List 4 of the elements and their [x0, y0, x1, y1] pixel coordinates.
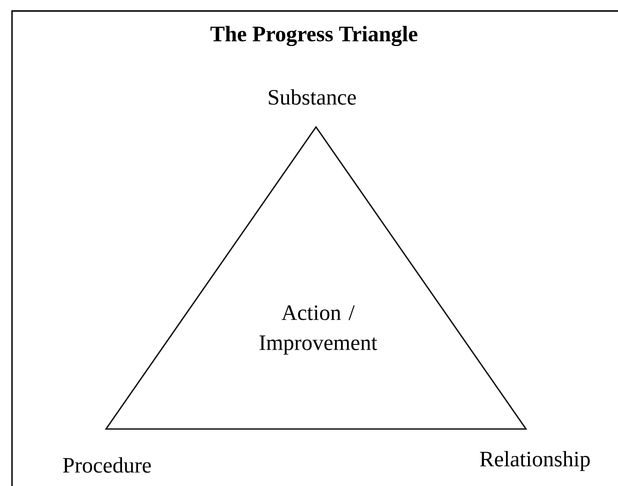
vertex-label: Procedure	[63, 457, 151, 473]
title: The Progress Triangle	[210, 26, 418, 46]
vertex-label: Relationship	[480, 451, 590, 471]
vertex-label: Substance	[268, 89, 356, 105]
